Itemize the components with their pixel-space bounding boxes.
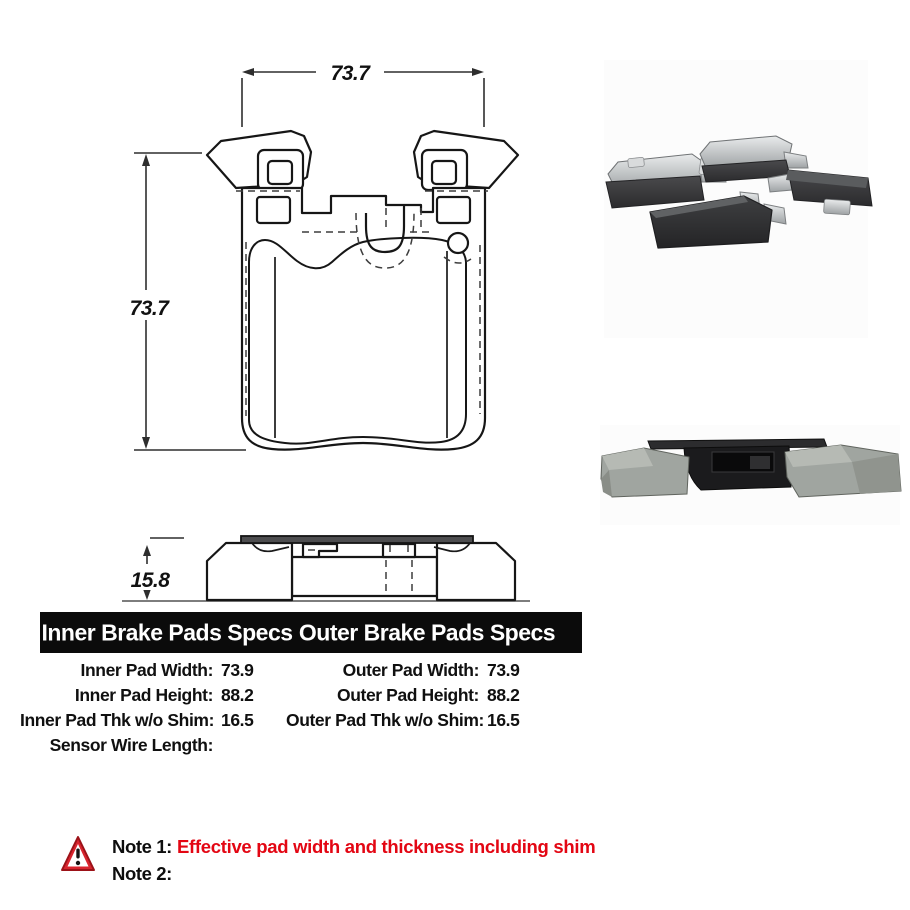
- spec-label: Sensor Wire Length:: [49, 735, 214, 755]
- profile-shim-bar: [240, 535, 474, 544]
- friction-pad-contour: [248, 236, 467, 445]
- sensor-hole: [446, 231, 470, 255]
- spec-label: Inner Pad Width:: [80, 660, 214, 680]
- hidden-line: [443, 256, 472, 264]
- spec-label: Inner Pad Thk w/o Shim:: [20, 710, 215, 730]
- spec-value: 88.2: [221, 685, 254, 705]
- profile-view-drawing: [122, 535, 530, 602]
- spec-label: Outer Pad Height:: [337, 685, 479, 705]
- profile-clip-a: [301, 542, 339, 559]
- front-view-drawing: [205, 129, 520, 451]
- brake-pad-edge-photo: [600, 425, 902, 525]
- height-dim-label: 73.7: [130, 297, 171, 320]
- spec-value: 16.5: [221, 710, 254, 730]
- profile-clip-b: [381, 542, 417, 559]
- dimension-height: 73.7: [116, 152, 246, 451]
- profile-left-block: [205, 541, 294, 602]
- thickness-dim-label: 15.8: [131, 569, 171, 592]
- brake-pad-set-photo: [604, 60, 873, 338]
- dimension-width: 73.7: [241, 55, 485, 127]
- spec-value: 73.9: [487, 660, 520, 680]
- spec-value: 88.2: [487, 685, 520, 705]
- kit-pad-left: [605, 153, 727, 209]
- spec-label: Outer Pad Width:: [342, 660, 480, 680]
- spec-value: 73.9: [221, 660, 254, 680]
- right-tab-hole: [430, 159, 458, 186]
- kit-pad-top: [698, 135, 809, 183]
- center-notch-outline: [364, 206, 406, 254]
- width-dim-label: 73.7: [331, 62, 372, 85]
- spec-label: Inner Pad Height:: [74, 685, 213, 705]
- right-plate-hole: [435, 195, 472, 225]
- dimension-thickness: 15.8: [120, 537, 184, 600]
- kit-pad-bottom: [649, 191, 787, 249]
- backing-plate-outline: [240, 186, 487, 451]
- spec-value: 16.5: [487, 710, 520, 730]
- outer-specs-header: Outer Brake Pads Specs: [298, 619, 556, 645]
- warning-triangle-icon: [61, 836, 95, 871]
- inner-specs-header: Inner Brake Pads Specs: [41, 619, 293, 645]
- profile-middle-section: [290, 555, 439, 598]
- note1-text: Effective pad width and thickness includ…: [177, 836, 596, 857]
- spec-table-header-bar: Inner Brake Pads Specs Outer Brake Pads …: [40, 612, 582, 653]
- left-tab-hole: [266, 159, 294, 186]
- note1-label: Note 1:: [112, 836, 172, 857]
- left-plate-hole: [255, 195, 292, 225]
- note2-label: Note 2:: [112, 863, 172, 884]
- kit-pad-right: [767, 169, 873, 216]
- spec-label: Outer Pad Thk w/o Shim:: [286, 710, 484, 730]
